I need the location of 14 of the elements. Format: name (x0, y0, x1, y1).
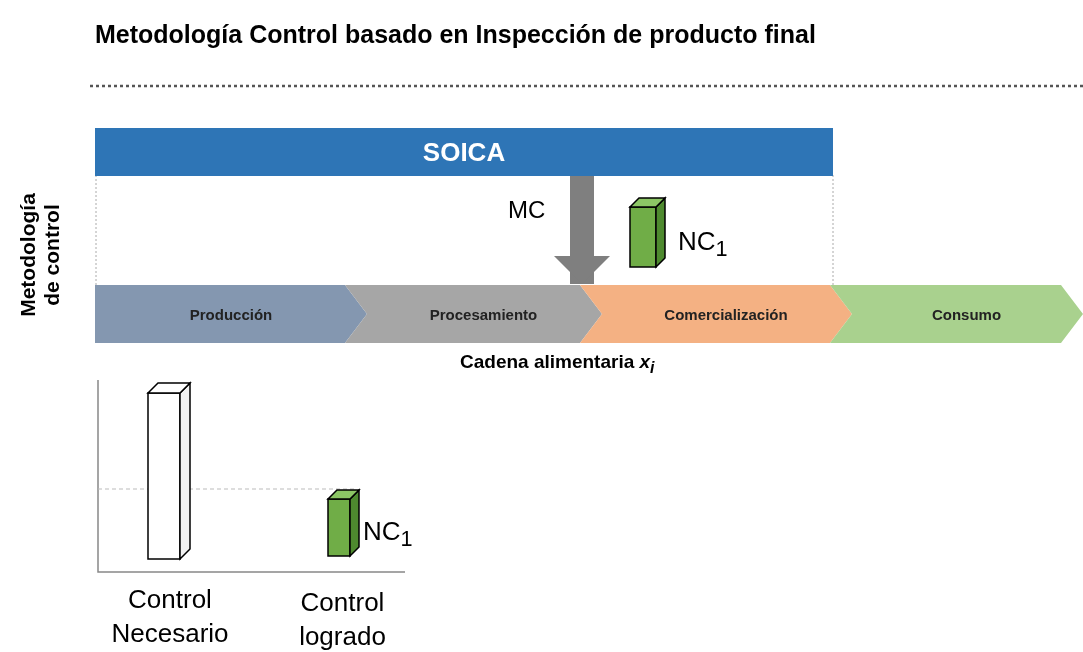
bar-label: NC$_{1}$ (363, 516, 413, 553)
title: Metodología Control basado en Inspección de producto final (95, 20, 816, 49)
axis-title: Metodología de control (16, 192, 64, 319)
bar-label: NC$_{1}$ (678, 226, 728, 263)
block-arrow (554, 176, 610, 284)
axis-title: Cadena alimentaria x$_{i}$ (460, 351, 655, 377)
band-header: SOICA (95, 128, 833, 176)
category-label: Control logrado (298, 586, 387, 652)
chevron-step: Consumo (830, 285, 1083, 343)
chevron-step: Producción (95, 285, 367, 343)
chevron-step: Procesamiento (345, 285, 602, 343)
category-label: Control Necesario (110, 583, 230, 650)
edge-label: MC (508, 196, 546, 224)
chevron-step: Comercialización (580, 285, 852, 343)
